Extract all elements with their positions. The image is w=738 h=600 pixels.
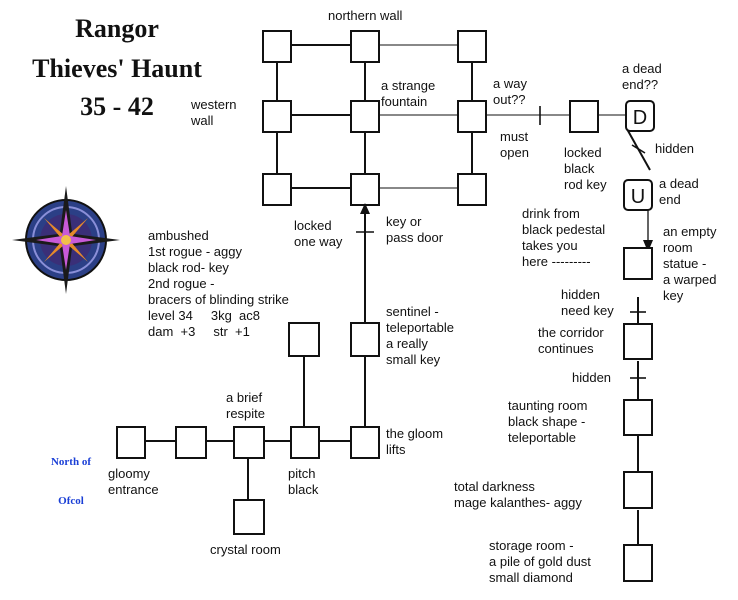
room-14 [175,426,207,459]
room-4 [262,100,292,133]
label-locked-black-rod-key: locked black rod key [564,145,607,192]
label-corridor-continues: the corridor continues [538,325,604,356]
map-title-line-1: Rangor [75,14,159,43]
label-total-darkness: total darkness mage kalanthes- aggy [454,479,582,510]
room-12 [350,322,380,357]
room-16 [290,426,320,459]
label-gloom-lifts: the gloom lifts [386,426,444,457]
room-10 [569,100,599,133]
label-locked-one-way: locked one way [294,218,343,249]
room-11 [288,322,320,357]
map-connections [144,44,653,545]
label-northern-wall: northern wall [328,8,403,23]
map-level-range: 35 - 42 [80,92,154,121]
room-8 [350,173,380,206]
label-drink-from-pedestal: drink from black pedestal takes you here… [522,206,606,269]
room-6 [457,100,487,133]
room-18 [233,499,265,535]
label-way-out: a way out?? [493,76,527,107]
label-hidden-need-key: hidden need key [561,287,614,318]
stair-down-room [625,100,655,132]
label-brief-respite: a brief respite [226,390,266,421]
start-location-line-2: Ofcol [58,495,84,507]
room-7 [262,173,292,206]
label-crystal-room: crystal room [210,542,281,557]
room-22 [623,471,653,509]
map-rooms: DU [116,30,655,582]
up-arrowhead [360,203,370,214]
label-strange-fountain: a strange fountain [381,78,436,109]
start-location-label: North of Ofcol [36,430,106,534]
stair-down-letter: D [633,107,647,129]
label-must-open: must open [500,129,529,160]
label-taunting-room: taunting room black shape - teleportable [508,398,588,445]
label-western-wall: western wall [191,97,237,128]
label-dead-end-top: a dead end?? [622,61,662,92]
room-5 [350,100,380,133]
door-mark-2 [631,144,646,154]
room-2 [350,30,380,63]
label-dead-end-2: a dead end [659,176,699,207]
label-gloomy-entrance: gloomy entrance [108,466,159,497]
room-20 [623,323,653,360]
stair-up-letter: U [631,186,645,208]
room-9 [457,173,487,206]
label-hidden-1: hidden [655,141,695,156]
label-pitch-black: pitch black [288,466,319,497]
stair-up-room [623,179,653,211]
label-ambushed: ambushed 1st rogue - aggy black rod- key… [148,228,289,339]
teleport-arrowhead [643,240,653,252]
label-key-or-pass-door: key or pass door [386,214,444,245]
room-13 [116,426,146,459]
label-storage-room: storage room - a pile of gold dust small… [489,538,591,585]
room-3 [457,30,487,63]
map-marks [356,106,646,379]
start-location-line-1: North of [50,456,92,468]
room-19 [623,247,653,280]
room-15 [233,426,265,459]
map-title-line-2: Thieves' Haunt [32,54,202,83]
room-17 [350,426,380,459]
compass-rose-icon [12,186,120,294]
label-sentinel: sentinel - teleportable a really small k… [386,304,454,367]
room-23 [623,544,653,582]
label-hidden-2: hidden [572,370,612,385]
room-1 [262,30,292,63]
room-21 [623,399,653,436]
label-empty-room-statue: an empty room statue - a warped key [663,224,717,303]
